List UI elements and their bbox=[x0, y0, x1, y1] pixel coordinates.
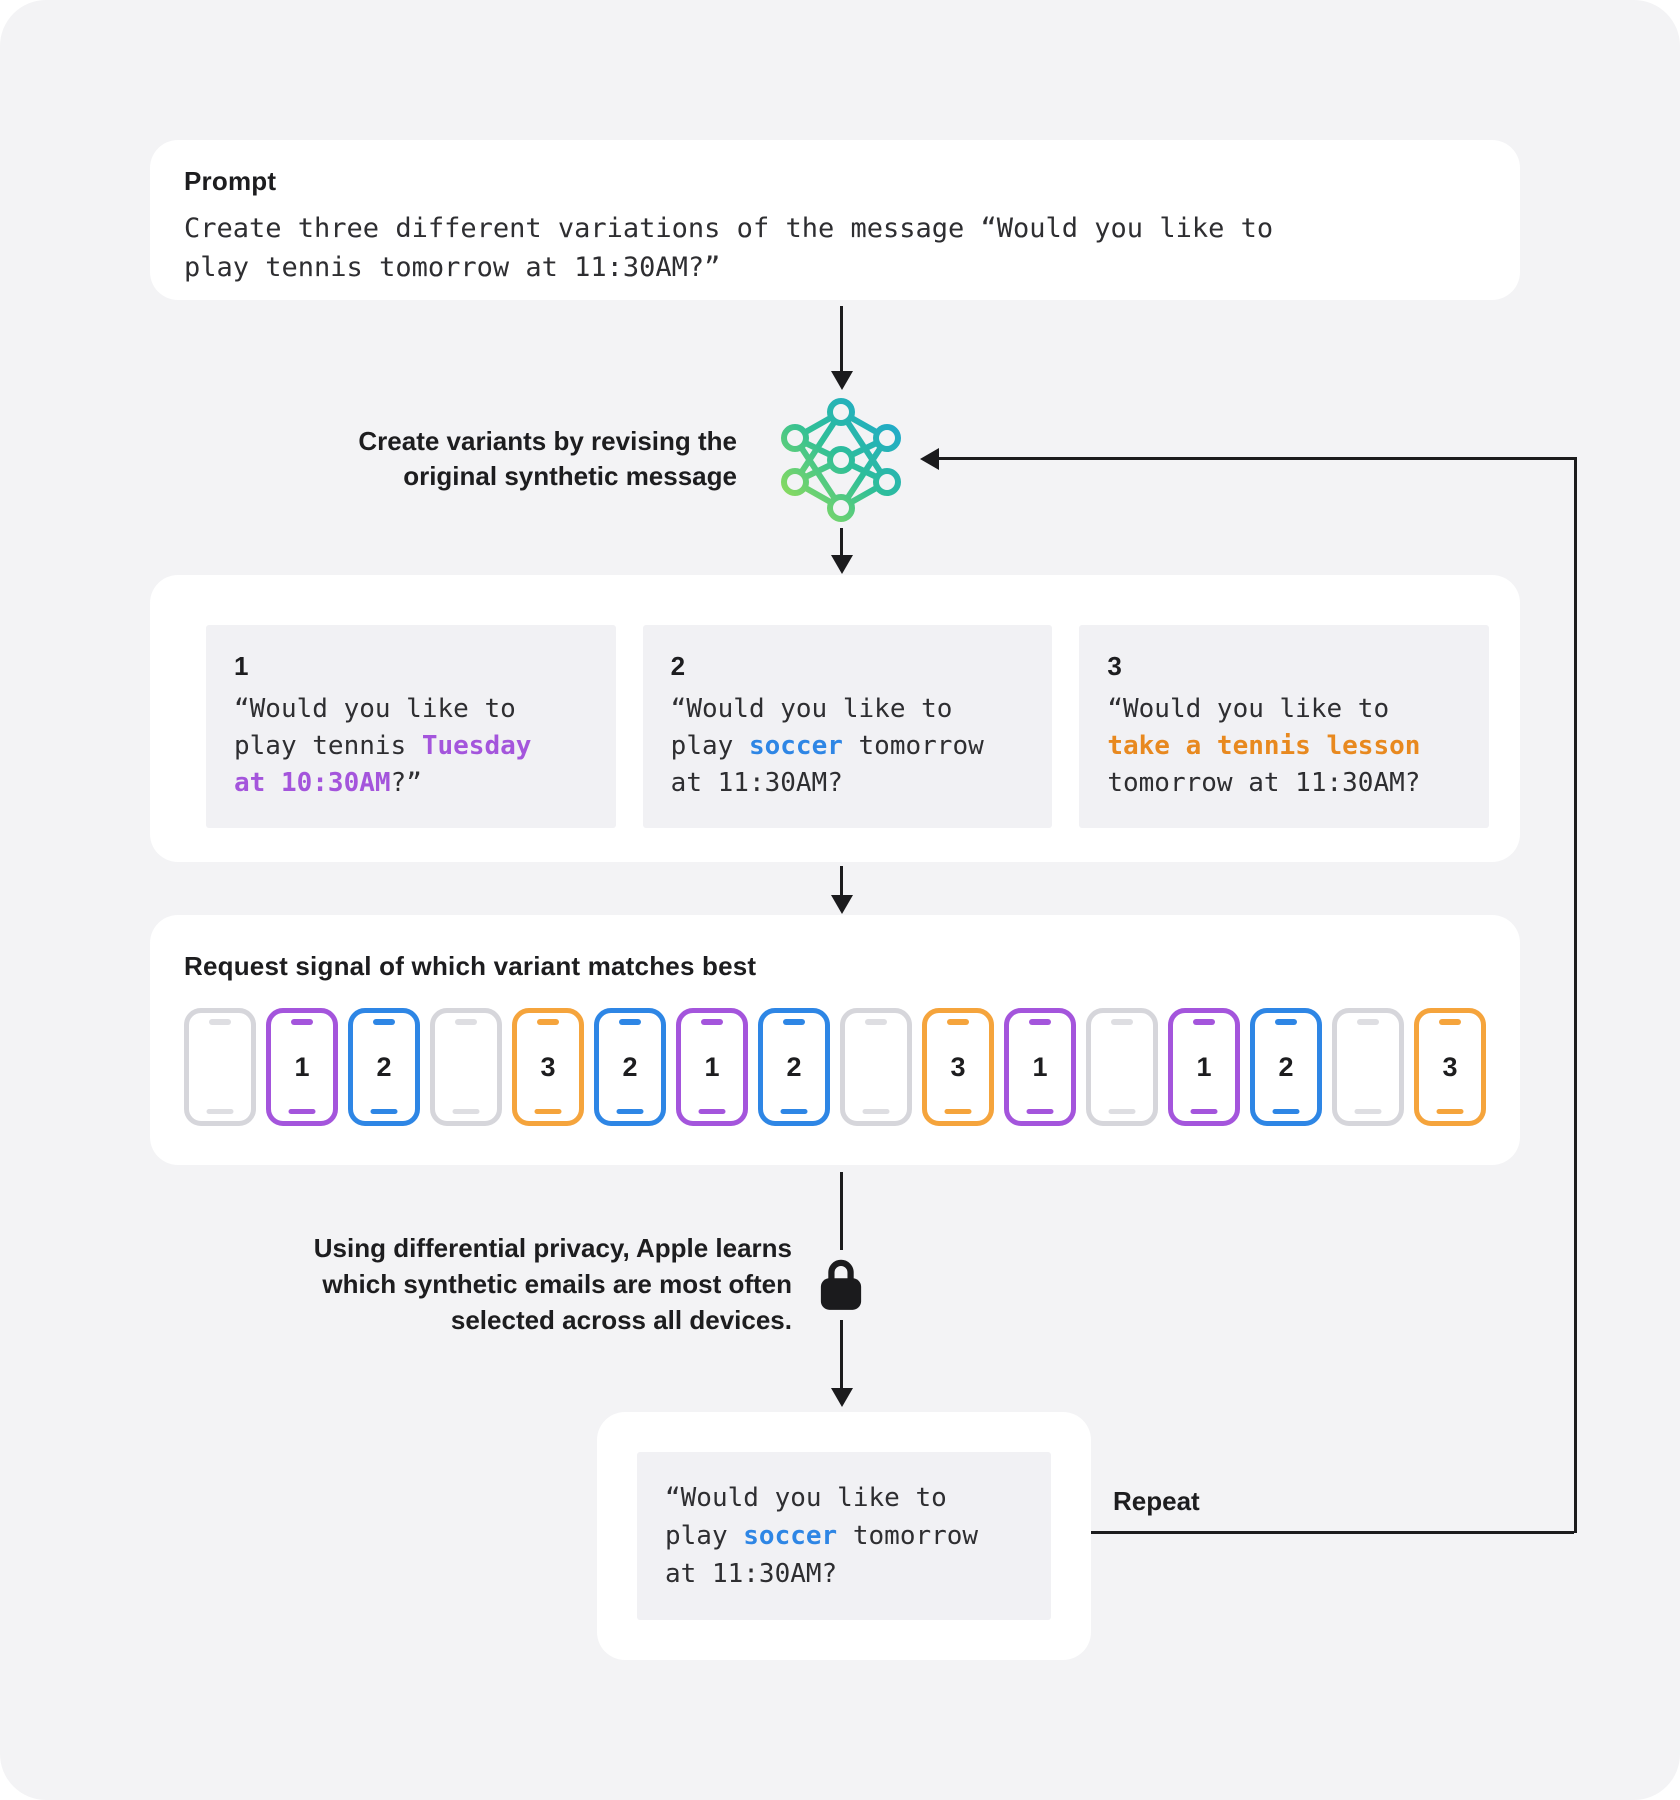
arrowhead-model-to-variants bbox=[831, 555, 853, 574]
neural-network-icon bbox=[781, 398, 901, 522]
repeat-label: Repeat bbox=[1113, 1486, 1200, 1516]
arrowhead-prompt-to-model bbox=[831, 371, 853, 390]
repeat-loop-top-line bbox=[938, 457, 1577, 460]
phone-device-variant-2: 2 bbox=[594, 1008, 666, 1126]
prompt-card: Prompt Create three different variations… bbox=[150, 140, 1520, 300]
arrow-variants-to-signal bbox=[840, 866, 843, 896]
phone-device-empty bbox=[430, 1008, 502, 1126]
arrow-prompt-to-model bbox=[840, 306, 843, 372]
signal-card-title: Request signal of which variant matches … bbox=[184, 951, 757, 981]
phone-device-variant-1: 1 bbox=[1168, 1008, 1240, 1126]
phone-device-empty bbox=[184, 1008, 256, 1126]
variant-number: 2 bbox=[670, 651, 686, 681]
phone-device-variant-2: 2 bbox=[758, 1008, 830, 1126]
signal-card: Request signal of which variant matches … bbox=[150, 915, 1520, 1165]
phone-device-empty bbox=[1086, 1008, 1158, 1126]
phone-device-empty bbox=[1332, 1008, 1404, 1126]
phone-device-variant-3: 3 bbox=[512, 1008, 584, 1126]
prompt-text: Create three different variations of the… bbox=[184, 213, 1274, 283]
arrowhead-lock-to-result bbox=[831, 1388, 853, 1407]
arrowhead-repeat-to-model bbox=[920, 448, 939, 470]
arrow-signal-to-lock bbox=[840, 1172, 843, 1250]
phone-device-empty bbox=[840, 1008, 912, 1126]
repeat-loop-vertical-line bbox=[1574, 458, 1577, 1533]
variant-number: 1 bbox=[234, 651, 249, 681]
arrowhead-variants-to-signal bbox=[831, 895, 853, 914]
phone-device-variant-3: 3 bbox=[1414, 1008, 1486, 1126]
phone-device-variant-1: 1 bbox=[676, 1008, 748, 1126]
phone-device-variant-1: 1 bbox=[266, 1008, 338, 1126]
phone-device-variant-2: 2 bbox=[348, 1008, 420, 1126]
variant-number: 3 bbox=[1107, 651, 1122, 681]
repeat-loop-bottom-line bbox=[1091, 1531, 1574, 1534]
phone-device-variant-1: 1 bbox=[1004, 1008, 1076, 1126]
arrow-model-to-variants bbox=[840, 528, 843, 556]
privacy-note: Using differential privacy, Apple learns… bbox=[313, 1233, 792, 1335]
phone-device-variant-3: 3 bbox=[922, 1008, 994, 1126]
phone-device-variant-2: 2 bbox=[1250, 1008, 1322, 1126]
lock-icon bbox=[820, 1259, 862, 1310]
arrow-lock-to-result bbox=[840, 1320, 843, 1389]
prompt-card-title: Prompt bbox=[184, 166, 277, 196]
